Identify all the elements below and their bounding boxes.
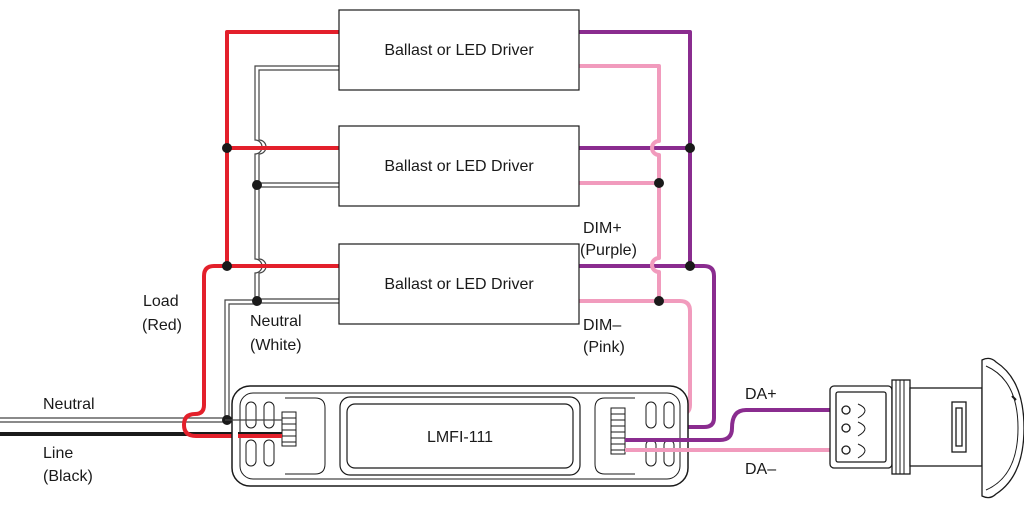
load-wiring — [182, 30, 339, 438]
lmfi-module: LMFI-111 — [231, 385, 689, 487]
mains-inputs — [0, 417, 238, 436]
driver-box-3: Ballast or LED Driver — [338, 243, 580, 325]
dim-minus-label: DIM– — [583, 317, 621, 334]
line-input-color-label: (Black) — [43, 468, 93, 485]
driver-box-2: Ballast or LED Driver — [338, 125, 580, 207]
neutral-wiring — [224, 65, 339, 420]
driver-label-1: Ballast or LED Driver — [384, 42, 534, 59]
dim-minus-color-label: (Pink) — [583, 339, 625, 356]
neutral-input-label: Neutral — [43, 396, 95, 413]
da-minus-label: DA– — [745, 461, 776, 478]
neutral-wire-label: Neutral — [250, 313, 302, 330]
da-wiring — [625, 408, 840, 452]
load-color-label: (Red) — [142, 317, 182, 334]
dim-minus-wiring — [579, 64, 692, 416]
dim-plus-label: DIM+ — [583, 220, 622, 237]
neutral-wire-color-label: (White) — [250, 337, 302, 354]
driver-label-3: Ballast or LED Driver — [384, 276, 534, 293]
module-label: LMFI-111 — [427, 429, 493, 446]
sensor-device — [829, 357, 1024, 499]
module-left-wires — [225, 419, 282, 438]
driver-box-1: Ballast or LED Driver — [338, 9, 580, 91]
load-label: Load — [143, 293, 179, 310]
da-plus-label: DA+ — [745, 386, 777, 403]
driver-label-2: Ballast or LED Driver — [384, 158, 534, 175]
annotation-labels: DIM+ (Purple) DIM– (Pink) Load (Red) Neu… — [43, 220, 777, 485]
dim-plus-color-label: (Purple) — [580, 242, 637, 259]
line-input-label: Line — [43, 445, 73, 462]
